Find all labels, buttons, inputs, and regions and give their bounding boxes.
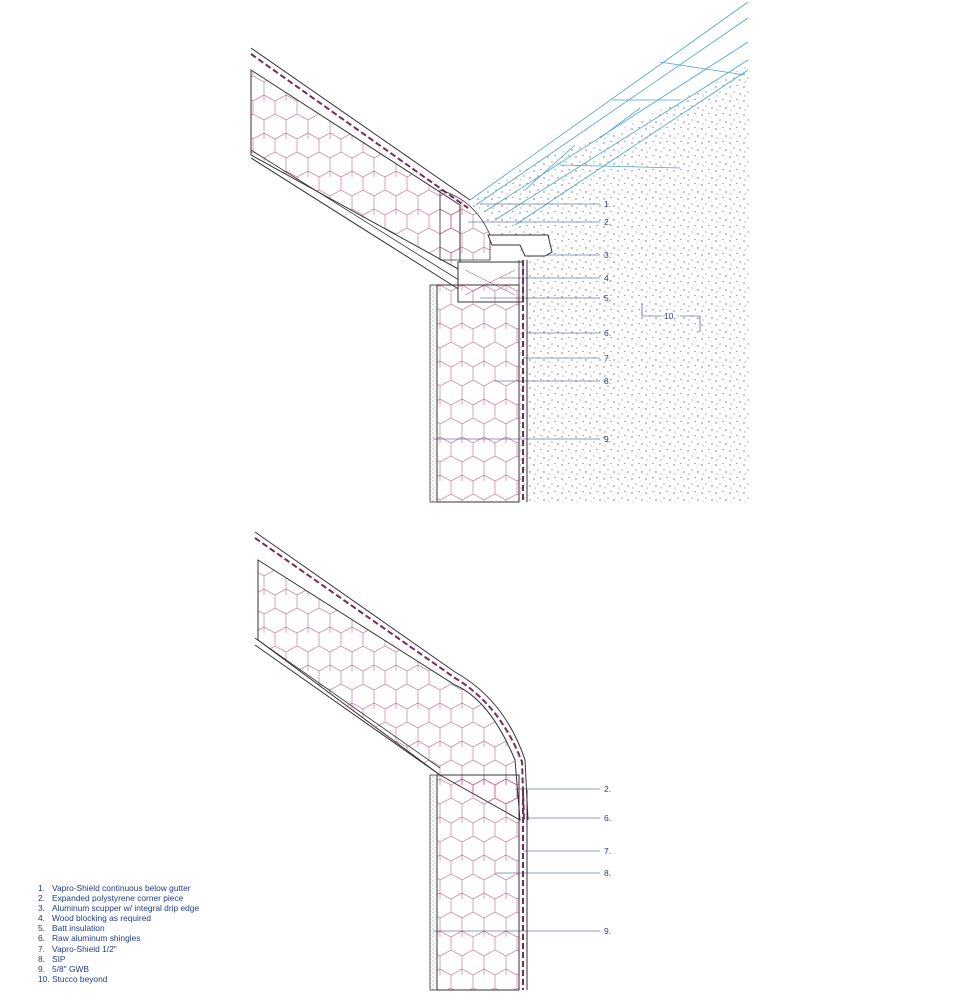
top-leader-lines	[433, 203, 701, 440]
top-detail	[250, 1, 750, 503]
legend-item: 7.Vapro-Shield 1/2"	[38, 943, 117, 954]
callout-8-bottom: 8.	[604, 868, 611, 878]
callout-3: 3.	[604, 250, 611, 260]
wall-gwb	[429, 284, 438, 503]
legend-item: 4.Wood blocking as required	[38, 913, 152, 924]
wall-gwb-bottom	[429, 774, 438, 991]
legend-item: 8.SIP	[38, 953, 66, 964]
aluminum-scupper	[487, 234, 553, 257]
callout-2-bottom: 2.	[604, 784, 611, 794]
legend-item: 9.5/8" GWB	[38, 963, 89, 974]
roof-sip-bottom	[257, 559, 521, 821]
callout-4: 4.	[604, 273, 611, 283]
legend-item: 5.Batt insulation	[38, 923, 105, 934]
callout-1: 1.	[604, 199, 611, 209]
legend-item: 10.Stucco beyond	[38, 973, 108, 984]
roof-shingle-lines	[469, 1, 749, 226]
eps-corner	[439, 189, 491, 261]
bottom-detail	[254, 531, 600, 991]
legend: 1.Vapro-Shield continuous below gutter 2…	[38, 883, 199, 984]
callout-2: 2.	[604, 217, 611, 227]
callout-6-bottom: 6.	[604, 813, 611, 823]
callout-7-bottom: 7.	[604, 846, 611, 856]
legend-item: 6.Raw aluminum shingles	[38, 933, 141, 944]
legend-item: 1.Vapro-Shield continuous below gutter	[38, 883, 191, 893]
callout-9: 9.	[604, 434, 611, 444]
wall-sip-bottom	[436, 774, 520, 991]
callout-10: 10.	[664, 311, 676, 321]
callout-8: 8.	[604, 376, 611, 386]
callout-5: 5.	[604, 293, 611, 303]
wall-sip	[436, 284, 520, 503]
legend-item: 3.Aluminum scupper w/ integral drip edge	[38, 903, 200, 914]
callout-labels-bottom: 2. 6. 7. 8. 9.	[604, 784, 611, 936]
callout-9-bottom: 9.	[604, 926, 611, 936]
stucco-field	[470, 65, 750, 502]
legend-item: 2.Expanded polystyrene corner piece	[38, 893, 184, 904]
bottom-leader-lines	[433, 788, 600, 932]
callout-7: 7.	[604, 353, 611, 363]
callout-labels-top: 1. 2. 3. 4. 5. 6. 7. 8. 9. 10.	[604, 199, 676, 444]
callout-6: 6.	[604, 328, 611, 338]
